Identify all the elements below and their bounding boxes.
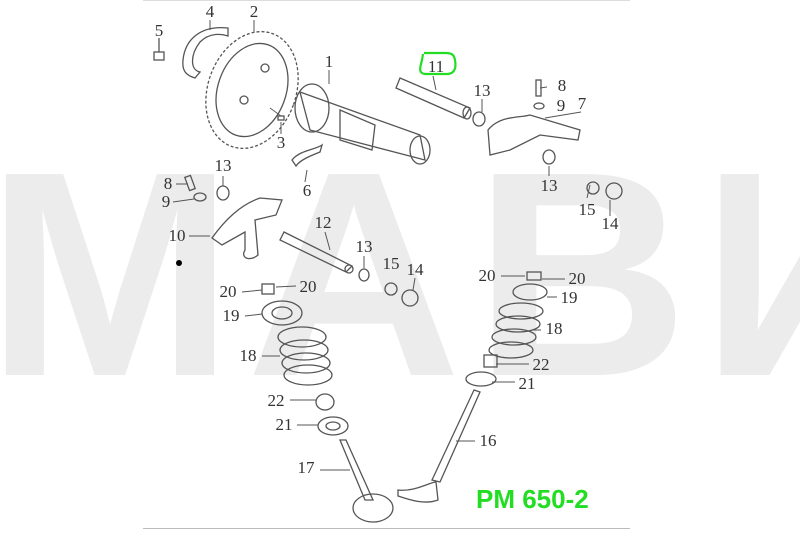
leader-lines xyxy=(172,20,611,471)
dot-marker xyxy=(176,260,182,266)
callout-13: 13 xyxy=(473,81,491,100)
callout-6: 6 xyxy=(302,181,312,200)
callout-17: 17 xyxy=(297,458,315,477)
callout-11: 11 xyxy=(427,57,445,76)
callout-20: 20 xyxy=(478,266,496,285)
bolt xyxy=(153,38,165,61)
callout-21: 21 xyxy=(275,415,293,434)
rocker-arm-left xyxy=(183,174,283,260)
exhaust-valve-assembly xyxy=(397,271,548,503)
callout-15: 15 xyxy=(382,254,400,273)
half-ring xyxy=(291,143,324,168)
callout-4: 4 xyxy=(205,2,215,21)
callout-22: 22 xyxy=(532,355,550,374)
callout-1: 1 xyxy=(324,52,334,71)
callout-8: 8 xyxy=(557,76,567,95)
callout-20: 20 xyxy=(219,282,237,301)
camshaft xyxy=(294,83,431,165)
callout-14: 14 xyxy=(601,214,619,233)
frame-top xyxy=(143,0,630,1)
intake-valve-assembly xyxy=(261,283,394,523)
callout-15: 15 xyxy=(578,200,596,219)
callout-19: 19 xyxy=(222,306,240,325)
callout-16: 16 xyxy=(479,431,497,450)
callout-2: 2 xyxy=(249,2,259,21)
retainer-plate xyxy=(182,26,229,79)
callout-20: 20 xyxy=(299,277,317,296)
callout-5: 5 xyxy=(154,21,164,40)
frame-bottom xyxy=(143,528,630,529)
callout-13: 13 xyxy=(540,176,558,195)
callout-21: 21 xyxy=(518,374,536,393)
callout-22: 22 xyxy=(267,391,285,410)
callout-13: 13 xyxy=(214,156,232,175)
callout-3: 3 xyxy=(276,133,286,152)
callout-14: 14 xyxy=(406,260,424,279)
callout-8: 8 xyxy=(163,174,173,193)
callout-9: 9 xyxy=(161,192,171,211)
rocker-shaft-12 xyxy=(279,231,354,274)
callout-10: 10 xyxy=(168,226,186,245)
callout-9: 9 xyxy=(556,96,566,115)
callout-19: 19 xyxy=(560,288,578,307)
seals xyxy=(216,111,623,307)
watermark: МАВИР xyxy=(0,111,800,437)
rocker-arm-right xyxy=(487,79,581,156)
callout-7: 7 xyxy=(577,94,587,113)
callout-13: 13 xyxy=(355,237,373,256)
callout-18: 18 xyxy=(545,319,563,338)
cam-sprocket xyxy=(205,30,299,150)
callout-20: 20 xyxy=(568,269,586,288)
diagram-code: PM 650-2 xyxy=(476,484,589,514)
rocker-shaft xyxy=(395,77,472,120)
callout-18: 18 xyxy=(239,346,257,365)
highlight-marker-11 xyxy=(419,51,457,76)
callout-12: 12 xyxy=(314,213,332,232)
